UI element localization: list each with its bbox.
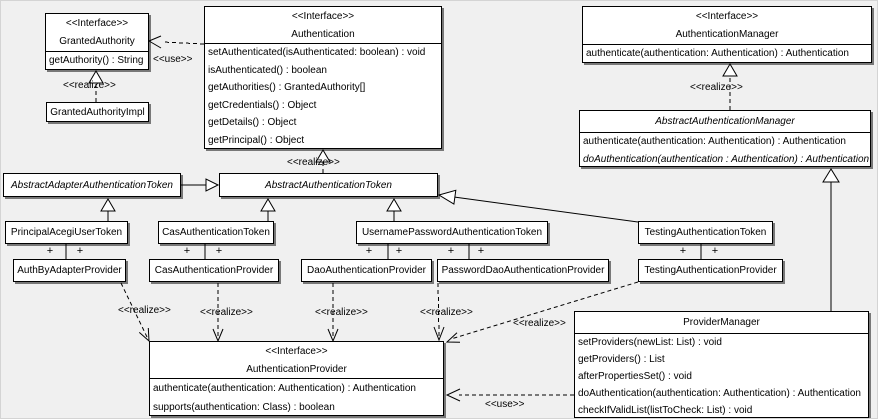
method: getDetails() : Object: [208, 117, 297, 129]
method: authenticate(authentication: Authenticat…: [586, 48, 849, 59]
class-provider-manager: ProviderManager setProviders(newList: Li…: [574, 311, 869, 418]
method-abstract: doAuthentication(authentication : Authen…: [583, 153, 870, 165]
plus-mark: +: [183, 245, 191, 257]
class-name: AbstractAuthenticationManager: [580, 111, 870, 133]
plus-mark: +: [679, 245, 687, 257]
realize-label: <<realize>>: [287, 157, 340, 168]
method-list: setProviders(newList: List) : void getPr…: [575, 334, 868, 417]
class-dao-authentication-provider: DaoAuthenticationProvider: [301, 259, 432, 282]
class-name: PasswordDaoAuthenticationProvider: [441, 265, 605, 276]
class-authentication: <<Interface>> Authentication setAuthenti…: [204, 6, 442, 149]
class-name: AbstractAuthenticationToken: [265, 179, 392, 191]
realize-label: <<realize>>: [315, 307, 368, 318]
stereotype-label: <<Interface>>: [695, 11, 759, 22]
realize-label: <<realize>>: [420, 307, 473, 318]
method-list: setAuthenticated(isAuthenticated: boolea…: [205, 44, 441, 148]
method-list: authenticate(authentication: Authenticat…: [583, 45, 871, 62]
class-name: GrantedAuthorityImpl: [50, 106, 145, 118]
class-abstract-adapter-authentication-token: AbstractAdapterAuthenticationToken: [3, 173, 181, 197]
class-name: CasAuthenticationProvider: [154, 265, 274, 276]
plus-mark: +: [447, 245, 455, 257]
class-name: Authentication: [291, 29, 355, 40]
method: authenticate(authentication: Authenticat…: [153, 383, 416, 394]
class-testing-authentication-provider: TestingAuthenticationProvider: [638, 259, 783, 282]
class-header: <<Interface>> GrantedAuthority: [46, 14, 148, 52]
method: getAuthority() : String: [49, 55, 144, 66]
plus-mark: +: [365, 245, 373, 257]
class-granted-authority: <<Interface>> GrantedAuthority getAuthor…: [45, 13, 149, 70]
class-principal-acegi-user-token: PrincipalAcegiUserToken: [5, 221, 128, 244]
class-name: AbstractAdapterAuthenticationToken: [11, 179, 173, 191]
class-authentication-provider: <<Interface>> AuthenticationProvider aut…: [149, 341, 444, 416]
class-abstract-authentication-manager: AbstractAuthenticationManager authentica…: [579, 110, 871, 167]
stereotype-label: <<Interface>>: [291, 11, 355, 22]
plus-mark: +: [711, 245, 719, 257]
class-header: <<Interface>> Authentication: [205, 7, 441, 44]
plus-mark: +: [477, 245, 485, 257]
plus-mark: +: [215, 245, 223, 257]
realize-label: <<realize>>: [513, 318, 566, 329]
method: getPrincipal() : Object: [208, 134, 305, 146]
realize-label: <<realize>>: [63, 80, 116, 91]
class-auth-by-adapter-provider: AuthByAdapterProvider: [13, 259, 126, 282]
class-username-password-authentication-token: UsernamePasswordAuthenticationToken: [356, 221, 548, 244]
class-header: <<Interface>> AuthenticationProvider: [150, 342, 443, 379]
plus-mark: +: [76, 245, 84, 257]
method: setProviders(newList: List) : void: [578, 337, 722, 348]
class-name: AuthenticationProvider: [246, 364, 347, 375]
class-header: <<Interface>> AuthenticationManager: [583, 7, 871, 45]
method: doAuthentication(authentication: Authent…: [578, 388, 861, 399]
stereotype-label: <<Interface>>: [65, 18, 129, 29]
use-label: <<use>>: [153, 54, 193, 65]
realize-label: <<realize>>: [690, 82, 743, 93]
class-cas-authentication-token: CasAuthenticationToken: [158, 221, 274, 244]
class-name: AuthenticationManager: [675, 29, 779, 40]
class-password-dao-authentication-provider: PasswordDaoAuthenticationProvider: [437, 259, 609, 282]
class-testing-authentication-token: TestingAuthenticationToken: [638, 221, 773, 244]
method: checkIfValidList(listToCheck: List) : vo…: [578, 405, 753, 416]
use-label: <<use>>: [485, 399, 525, 410]
class-authentication-manager: <<Interface>> AuthenticationManager auth…: [582, 6, 872, 63]
method: supports(authentication: Class) : boolea…: [153, 402, 335, 413]
class-name: AuthByAdapterProvider: [17, 265, 122, 276]
class-name: TestingAuthenticationProvider: [644, 265, 777, 276]
stereotype-label: <<Interface>>: [265, 346, 328, 357]
class-name: UsernamePasswordAuthenticationToken: [361, 227, 543, 238]
method-list: getAuthority() : String: [46, 52, 148, 69]
class-abstract-authentication-token: AbstractAuthenticationToken: [219, 173, 438, 197]
plus-mark: +: [46, 245, 54, 257]
class-name: CasAuthenticationToken: [162, 227, 270, 238]
method: authenticate(authentication: Authenticat…: [583, 136, 846, 147]
method: getProviders() : List: [578, 354, 665, 365]
method: getCredentials() : Object: [208, 99, 317, 111]
class-name: TestingAuthenticationToken: [644, 227, 767, 238]
method: setAuthenticated(isAuthenticated: boolea…: [208, 47, 426, 58]
method: afterPropertiesSet() : void: [578, 371, 692, 382]
class-name: ProviderManager: [575, 312, 868, 334]
method: getAuthorities() : GrantedAuthority[]: [208, 82, 366, 94]
class-cas-authentication-provider: CasAuthenticationProvider: [149, 259, 279, 282]
realize-label: <<realize>>: [118, 305, 171, 316]
class-name: DaoAuthenticationProvider: [307, 265, 426, 276]
class-granted-authority-impl: GrantedAuthorityImpl: [46, 102, 149, 122]
method-list: authenticate(authentication: Authenticat…: [580, 133, 870, 166]
method-list: authenticate(authentication: Authenticat…: [150, 379, 443, 415]
class-name: GrantedAuthority: [59, 36, 135, 47]
plus-mark: +: [395, 245, 403, 257]
realize-label: <<realize>>: [200, 307, 253, 318]
method: isAuthenticated() : boolean: [208, 64, 327, 76]
class-name: PrincipalAcegiUserToken: [10, 227, 123, 238]
